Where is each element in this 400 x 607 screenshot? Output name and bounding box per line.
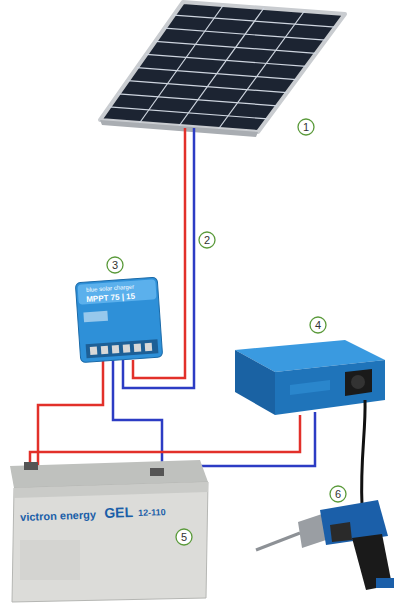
product-label: MPPT 75 | 15 <box>86 293 135 304</box>
callout-number: 3 <box>112 260 118 271</box>
callout-circle: 2 <box>198 231 216 249</box>
battery <box>10 460 208 602</box>
product-label: victron energy <box>20 509 96 523</box>
callout-number: 2 <box>204 235 210 246</box>
wires <box>30 128 315 476</box>
product-label: 12-110 <box>138 508 166 518</box>
callout-number: 4 <box>315 320 321 331</box>
callout-ring <box>310 317 326 333</box>
charge-controller <box>75 277 162 363</box>
callout-number: 1 <box>303 122 309 133</box>
callout-ring <box>176 529 192 545</box>
callout-circle: 4 <box>309 316 327 334</box>
power-cord <box>362 400 366 505</box>
callout-number: 5 <box>181 532 187 543</box>
callout-ring <box>330 486 346 502</box>
hammer-drill <box>256 500 394 590</box>
product-label: blue solar charger <box>86 284 134 293</box>
inverter <box>235 340 385 415</box>
callout-circle: 6 <box>329 485 347 503</box>
callout-ring <box>298 119 314 135</box>
callout-ring <box>199 232 215 248</box>
callout-number: 6 <box>335 489 341 500</box>
product-label: GEL <box>104 505 133 520</box>
callout-circle: 3 <box>106 256 124 274</box>
solar-panel <box>100 2 345 137</box>
callout-circle: 1 <box>297 118 315 136</box>
callout-circle: 5 <box>175 528 193 546</box>
callout-ring <box>107 257 123 273</box>
